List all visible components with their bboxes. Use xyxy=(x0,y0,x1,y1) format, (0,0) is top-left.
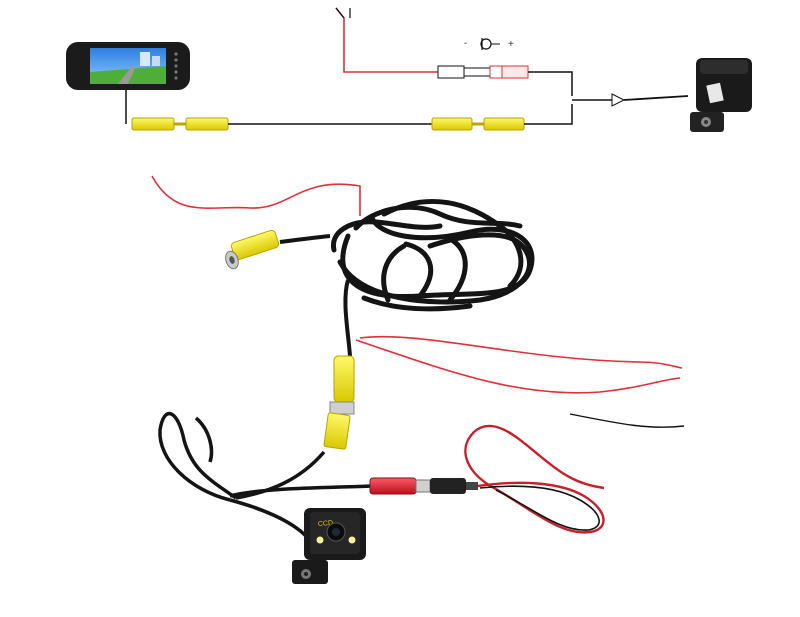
mirror-monitor-icon xyxy=(66,42,190,90)
top-diagram: - + xyxy=(66,7,752,132)
yellow-rca-upper xyxy=(225,229,280,270)
product-illustration: CCD xyxy=(151,175,685,584)
rear-camera-module: CCD xyxy=(292,508,366,584)
rear-camera-icon xyxy=(690,58,752,132)
ground-symbol-icon: - + xyxy=(464,38,514,50)
power-wire-top xyxy=(335,7,438,73)
video-connector-right xyxy=(431,117,525,131)
red-power-connector xyxy=(369,477,478,495)
red-wire-upper xyxy=(151,175,361,216)
video-connector-left xyxy=(131,117,229,131)
camera-label: CCD xyxy=(318,520,334,528)
power-connector xyxy=(437,65,529,79)
red-black-wire-loop xyxy=(464,424,605,534)
svg-text:+: + xyxy=(508,39,514,50)
video-wire-to-junction xyxy=(524,104,573,125)
cable-down xyxy=(343,279,352,357)
cable-coil xyxy=(331,199,535,312)
camera-lead-wire xyxy=(623,95,689,101)
camera-cables xyxy=(158,411,373,538)
svg-text:-: - xyxy=(464,38,467,49)
yellow-rca-lower xyxy=(323,355,355,450)
power-wire-to-junction xyxy=(528,71,573,96)
red-wire-middle xyxy=(359,335,683,369)
